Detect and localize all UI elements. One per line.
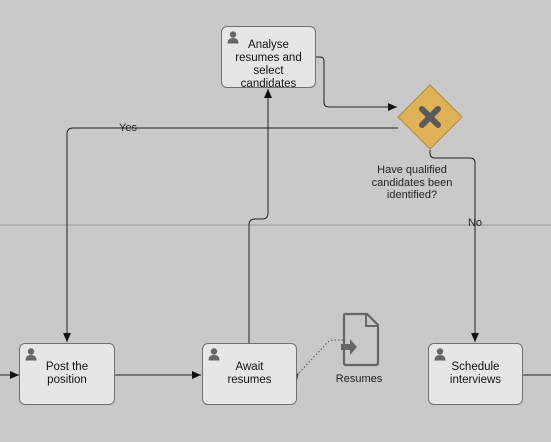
x-icon [419, 106, 441, 128]
task-label: Schedule interviews [449, 361, 502, 386]
user-icon [25, 348, 37, 361]
flow-gateway-yes[interactable] [63, 127, 398, 342]
user-icon [434, 348, 446, 361]
task-label: Await resumes [227, 361, 272, 386]
document-input-icon [341, 312, 380, 367]
task-schedule-interviews[interactable]: Schedule interviews [428, 343, 523, 405]
flow-gateway-no[interactable] [429, 150, 479, 342]
gateway-label: Have qualified candidates been identifie… [371, 164, 453, 201]
flow-label-yes: Yes [119, 122, 137, 134]
exclusive-gateway[interactable] [397, 84, 463, 150]
task-label: Post the position [45, 361, 89, 386]
data-association-resumes[interactable] [290, 339, 343, 382]
task-post-position[interactable]: Post the position [19, 343, 115, 405]
data-object-resumes[interactable] [341, 312, 380, 367]
user-icon [208, 348, 220, 361]
task-label: Analyse resumes and select candidates [235, 39, 302, 88]
flow-label-no: No [467, 217, 483, 229]
flow-await-to-analyse[interactable] [248, 89, 272, 343]
flow-analyse-to-gateway[interactable] [316, 56, 397, 111]
task-await-resumes[interactable]: Await resumes [202, 343, 297, 405]
user-icon [227, 31, 239, 44]
data-object-label: Resumes [335, 373, 383, 385]
task-analyse-resumes[interactable]: Analyse resumes and select candidates [221, 26, 316, 88]
